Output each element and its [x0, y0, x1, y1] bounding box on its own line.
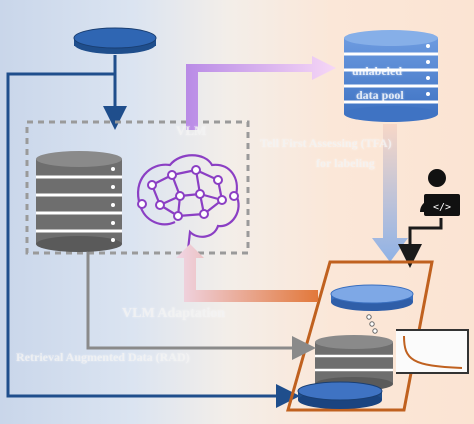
unlabeled-pool-label-2: data pool — [356, 88, 404, 103]
unlabeled-pool-database-icon — [344, 30, 438, 122]
ellipsis-dots — [366, 314, 378, 334]
gray-database-icon — [36, 151, 122, 252]
vlm-adaptation-label: VLM Adaptation — [122, 306, 226, 321]
person-computer-icon: </> — [420, 169, 460, 216]
loss-curve-icon — [396, 329, 469, 374]
arrow-source-to-bottom-disk — [6, 72, 300, 408]
arrow-vlm-to-pool — [186, 56, 336, 130]
vlm-dashed-box — [25, 120, 250, 255]
unlabeled-pool-line2: data pool — [356, 88, 404, 102]
unlabeled-pool-label: unlabeled — [352, 64, 402, 79]
source-disk-icon — [73, 27, 157, 54]
unlabeled-pool-line1: unlabeled — [352, 64, 403, 78]
arrow-box-to-vlm — [176, 244, 318, 302]
tfa-label-line2: for labeling — [316, 156, 375, 170]
brain-nodes — [137, 165, 239, 221]
tfa-label-line1: Tell First Assessing (TFA) — [260, 136, 392, 150]
selected-disk-icon — [330, 284, 414, 311]
arrow-pool-to-box — [372, 124, 408, 262]
code-icon: </> — [433, 202, 451, 213]
rad-label: Retrieval Augmented Data (RAD) — [16, 350, 190, 364]
selection-box — [286, 260, 434, 412]
arrow-db-to-retrieved — [86, 252, 316, 360]
arrow-annotator-to-box — [398, 218, 443, 268]
bottom-disk-icon — [297, 381, 383, 409]
vlm-label: VLM — [176, 123, 207, 138]
